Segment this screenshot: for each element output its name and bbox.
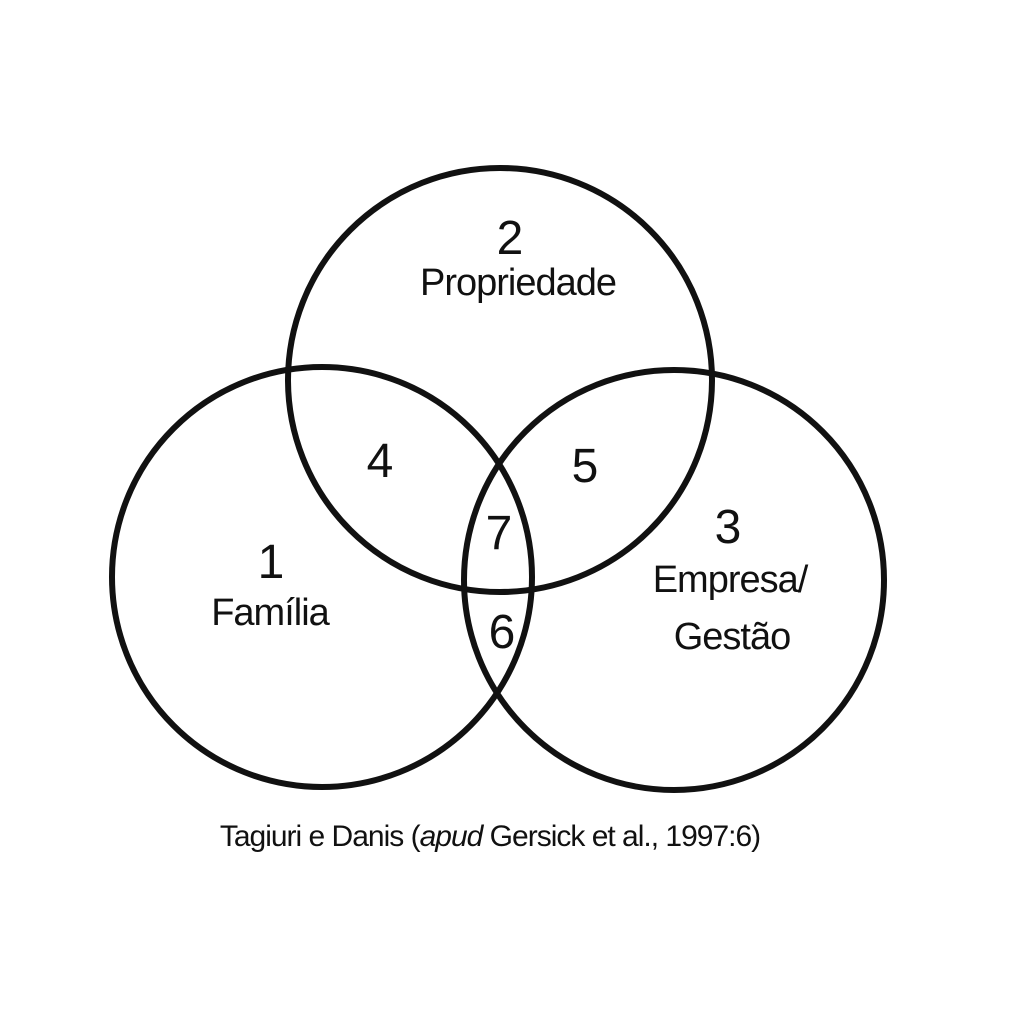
circle-familia xyxy=(109,364,535,790)
caption-italic: apud xyxy=(419,820,484,853)
circle-empresa xyxy=(461,367,887,793)
familia-label: Família xyxy=(211,592,330,634)
familia-number: 1 xyxy=(258,536,285,589)
propriedade-number: 2 xyxy=(497,212,524,265)
propriedade-label: Propriedade xyxy=(420,262,616,304)
region-7: 7 xyxy=(486,507,513,560)
caption-before: Tagiuri e Danis ( xyxy=(219,820,421,853)
region-4: 4 xyxy=(367,435,394,488)
region-6: 6 xyxy=(489,606,516,659)
empresa-number: 3 xyxy=(715,501,742,554)
empresa-label-line1: Empresa/ xyxy=(653,559,809,601)
circle-propriedade xyxy=(285,165,715,595)
empresa-label-line2: Gestão xyxy=(674,616,791,658)
region-5: 5 xyxy=(572,440,599,493)
caption-after: Gersick et al., 1997:6) xyxy=(482,820,761,853)
source-caption: Tagiuri e Danis (apud Gersick et al., 19… xyxy=(0,820,980,854)
